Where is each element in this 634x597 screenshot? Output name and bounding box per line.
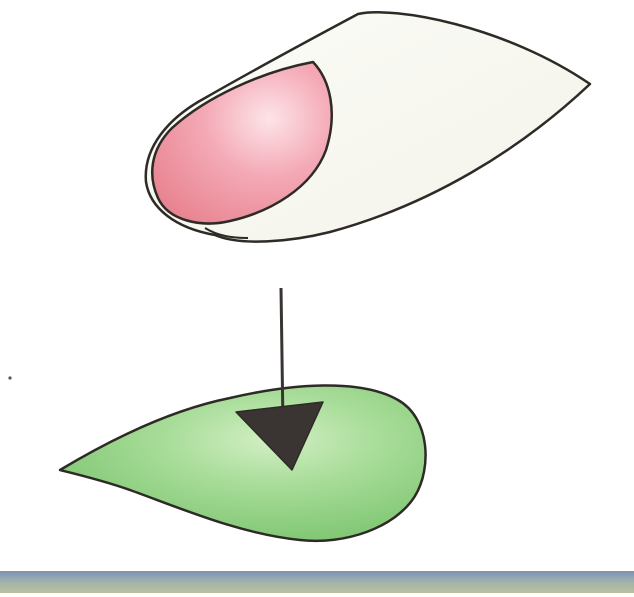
finger [146,12,590,241]
bottom-color-strip [0,571,634,593]
leaf-blade [60,385,426,540]
leaf [60,385,426,540]
speck-mark [8,376,11,379]
arrow-shaft [281,288,283,426]
